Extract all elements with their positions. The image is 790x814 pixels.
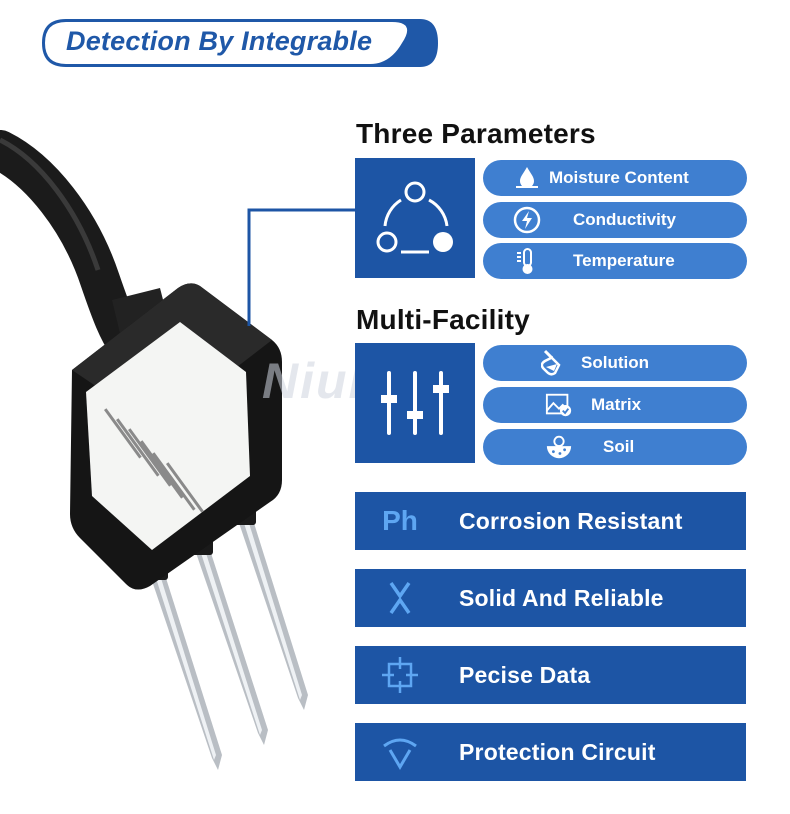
- feature-label-protection: Protection Circuit: [459, 738, 656, 765]
- multi-facility-title: Multi-Facility: [356, 304, 530, 335]
- facility-label-solution: Solution: [581, 353, 649, 372]
- header-pill: [42, 19, 438, 67]
- param-label-conductivity: Conductivity: [573, 210, 676, 229]
- feature-corrosion-resistant: Ph Corrosion Resistant: [355, 492, 746, 550]
- param-pill-moisture: Moisture Content: [483, 160, 747, 196]
- soil-bowl-icon: [545, 433, 573, 461]
- sliders-icon: [355, 343, 475, 463]
- facility-label-soil: Soil: [603, 437, 635, 456]
- connector-line: [247, 208, 357, 326]
- feature-label-solid: Solid And Reliable: [459, 584, 664, 611]
- test-tube-icon: [541, 349, 569, 377]
- soil-sensor-image: [0, 130, 308, 770]
- lightning-bolt-icon: [513, 206, 541, 234]
- water-drop-icon: [513, 164, 541, 192]
- arrows-converge-icon: [355, 569, 445, 627]
- param-pill-temperature: Temperature: [483, 243, 747, 279]
- shield-arc-icon: [355, 723, 445, 781]
- facility-pill-matrix: Matrix: [483, 387, 747, 423]
- crosshair-square-icon: [355, 646, 445, 704]
- facility-label-matrix: Matrix: [591, 395, 642, 414]
- param-pill-conductivity: Conductivity: [483, 202, 747, 238]
- facility-pill-solution: Solution: [483, 345, 747, 381]
- ph-icon: Ph: [382, 505, 418, 536]
- facility-pill-soil: Soil: [483, 429, 747, 465]
- picture-check-icon: [545, 391, 573, 419]
- param-label-temperature: Temperature: [573, 251, 675, 270]
- feature-solid-reliable: Solid And Reliable: [355, 569, 746, 627]
- feature-label-corrosion: Corrosion Resistant: [459, 507, 683, 534]
- header-title: Detection By Integrable: [66, 26, 373, 56]
- feature-protection-circuit: Protection Circuit: [355, 723, 746, 781]
- feature-pecise-data: Pecise Data: [355, 646, 746, 704]
- feature-label-pecise: Pecise Data: [459, 661, 591, 688]
- thermometer-icon: [513, 247, 541, 275]
- three-parameters-title: Three Parameters: [356, 118, 596, 149]
- cycle-nodes-icon: [355, 158, 475, 278]
- param-label-moisture: Moisture Content: [549, 168, 689, 187]
